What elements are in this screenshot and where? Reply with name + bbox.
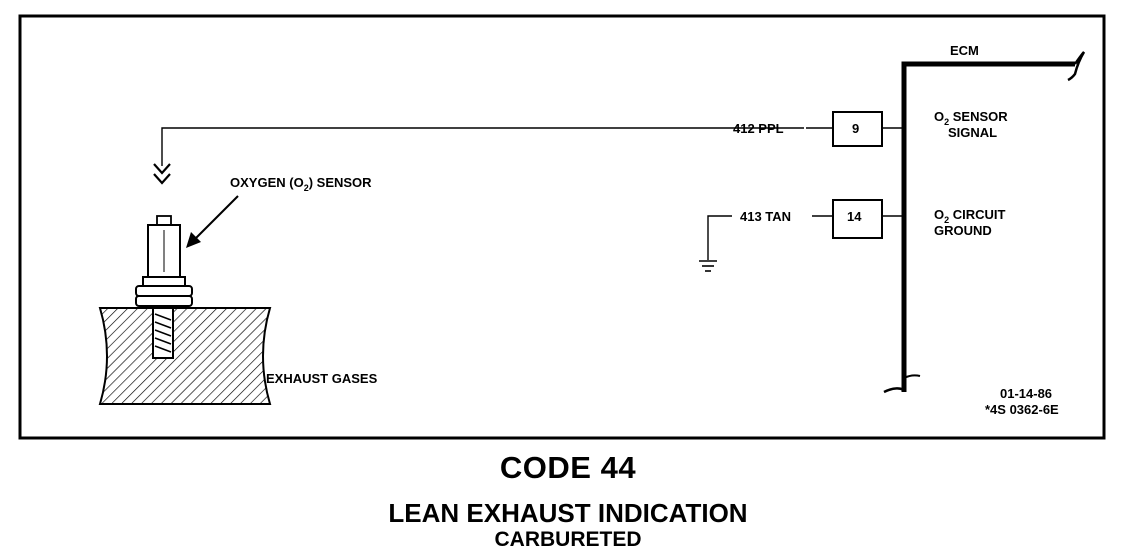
wire-413-label: 413 TAN (740, 209, 791, 224)
oxygen-sensor (135, 215, 193, 307)
wire-412-label: 412 PPL (733, 121, 784, 136)
o2-circuit-ground-label-line1: O2 CIRCUIT (934, 207, 1006, 225)
sensor-callout-arrow (186, 195, 239, 248)
exhaust-gases-label: EXHAUST GASES (266, 371, 378, 386)
o2-circuit-ground-label-line2: GROUND (934, 223, 992, 238)
code-title: CODE 44 (499, 450, 637, 485)
ecm-outline (883, 51, 1086, 394)
pin-9-box (832, 111, 883, 147)
ground-wire (707, 215, 904, 260)
ecm-label: ECM (950, 43, 979, 58)
reference-part-number: *4S 0362-6E (985, 402, 1059, 417)
o2-sensor-signal-label-line2: SIGNAL (948, 125, 997, 140)
pin-9-number: 9 (852, 121, 859, 136)
connector-chevrons (153, 163, 171, 185)
oxygen-sensor-label: OXYGEN (O2) SENSOR (230, 175, 372, 193)
pin-14-box (832, 199, 883, 239)
ground-symbol (699, 260, 717, 272)
signal-wire (161, 127, 904, 166)
pin-14-number: 14 (847, 209, 862, 224)
diagram-frame (18, 14, 1106, 440)
indication-title: LEAN EXHAUST INDICATION (388, 498, 748, 528)
exhaust-pipe (98, 307, 272, 405)
carbureted-subtitle: CARBURETED (494, 528, 642, 551)
reference-date: 01-14-86 (1000, 386, 1052, 401)
o2-sensor-signal-label-line1: O2 SENSOR (934, 109, 1008, 127)
